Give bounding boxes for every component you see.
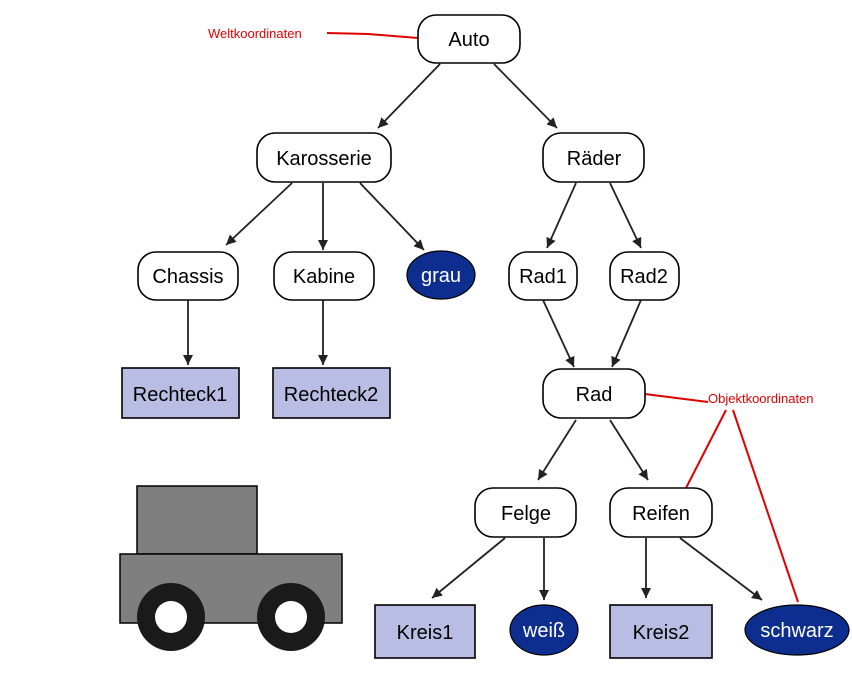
leaf-kreis1: Kreis1 xyxy=(374,604,476,659)
leaf-kreis1-label: Kreis1 xyxy=(397,622,454,644)
attr-weiss-label: weiß xyxy=(522,620,565,642)
attr-weiss: weiß xyxy=(509,604,579,656)
object-annotation-line-rad xyxy=(636,392,709,403)
car-cabin xyxy=(136,485,258,555)
edges xyxy=(183,63,763,601)
attr-schwarz: schwarz xyxy=(744,604,850,656)
world-coordinates-label: Weltkoordinaten xyxy=(208,26,302,41)
node-rad2: Rad2 xyxy=(609,251,680,301)
object-annotation-line-reifen xyxy=(685,409,727,489)
annotation-lines xyxy=(326,32,799,603)
attr-schwarz-label: schwarz xyxy=(760,620,833,642)
leaf-rechteck2-label: Rechteck2 xyxy=(284,384,379,406)
edge-karosserie-chassis xyxy=(225,182,293,246)
leaf-rechteck2: Rechteck2 xyxy=(272,367,391,419)
edge-rad-reifen xyxy=(609,419,649,481)
edge-rad1-rad xyxy=(542,299,575,368)
car-wheel-front xyxy=(137,583,205,651)
object-annotation-line-schwarz xyxy=(732,409,799,603)
edge-auto-karosserie xyxy=(377,63,441,129)
edge-raeder-rad2 xyxy=(609,182,642,249)
edge-reifen-schwarz xyxy=(679,537,763,601)
leaf-kreis2-label: Kreis2 xyxy=(633,622,690,644)
node-felge-label: Felge xyxy=(501,503,551,525)
node-chassis: Chassis xyxy=(137,251,239,301)
node-auto-label: Auto xyxy=(448,29,489,51)
node-chassis-label: Chassis xyxy=(152,266,223,288)
edge-karosserie-grau xyxy=(359,182,425,251)
node-rad: Rad xyxy=(542,368,646,419)
leaf-rechteck1: Rechteck1 xyxy=(121,367,240,419)
node-karosserie: Karosserie xyxy=(256,132,392,183)
node-reifen-label: Reifen xyxy=(632,503,690,525)
leaf-kreis2: Kreis2 xyxy=(609,604,713,659)
node-felge: Felge xyxy=(474,487,577,538)
leaf-rechteck1-label: Rechteck1 xyxy=(133,384,228,406)
attr-grau-label: grau xyxy=(421,265,461,287)
edge-rad2-rad xyxy=(611,299,642,368)
edge-auto-raeder xyxy=(493,63,558,129)
node-rad-label: Rad xyxy=(576,384,613,406)
world-annotation-line xyxy=(326,32,419,39)
node-rad1-label: Rad1 xyxy=(519,266,567,288)
node-rad1: Rad1 xyxy=(508,251,578,301)
node-raeder: Räder xyxy=(542,132,645,183)
node-karosserie-label: Karosserie xyxy=(276,148,372,170)
car-illustration xyxy=(119,485,343,651)
node-kabine: Kabine xyxy=(273,251,375,301)
node-auto: Auto xyxy=(417,14,521,64)
car-wheel-rear xyxy=(257,583,325,651)
node-kabine-label: Kabine xyxy=(293,266,355,288)
node-raeder-label: Räder xyxy=(567,148,622,170)
node-reifen: Reifen xyxy=(609,487,713,538)
object-coordinates-label: Objektkoordinaten xyxy=(708,391,814,406)
node-rad2-label: Rad2 xyxy=(620,266,668,288)
edge-rad-felge xyxy=(537,419,577,481)
attr-grau: grau xyxy=(406,250,476,300)
edge-felge-kreis1 xyxy=(431,537,506,599)
edge-raeder-rad1 xyxy=(546,182,577,249)
